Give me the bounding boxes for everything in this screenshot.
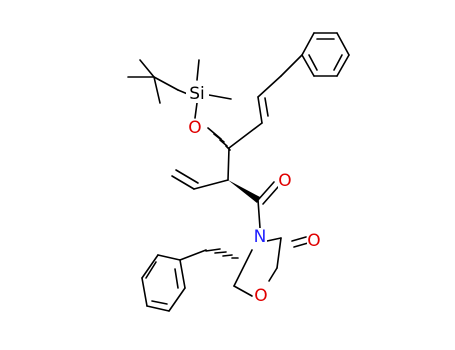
bond-inner: [333, 54, 343, 71]
bond: [141, 277, 148, 307]
ring-carbonyl-oxygen-atom: O: [307, 231, 320, 251]
bond: [276, 237, 282, 269]
bond: [257, 75, 282, 98]
bond: [257, 96, 263, 124]
silyl-oxygen-label: O: [188, 118, 202, 138]
wedge-bond: [228, 180, 260, 203]
bond: [153, 76, 161, 104]
bond-inner: [151, 300, 168, 305]
bond: [228, 122, 263, 149]
ring-carbonyl-oxygen-label: O: [307, 231, 321, 251]
nitrogen-atom: N: [254, 227, 267, 247]
bond: [257, 181, 275, 201]
hash: [222, 254, 233, 257]
hash: [219, 139, 228, 147]
hash: [205, 248, 221, 252]
bond: [301, 54, 315, 77]
bond: [233, 285, 253, 297]
bond: [257, 199, 261, 229]
bond-inner: [308, 54, 318, 71]
bond: [179, 259, 186, 289]
bond: [293, 242, 309, 248]
bond: [336, 54, 350, 77]
bond: [193, 179, 229, 190]
bond: [171, 175, 195, 190]
hash: [207, 127, 222, 140]
bond: [153, 76, 179, 91]
bond: [301, 32, 315, 56]
bond: [268, 267, 278, 282]
bond: [280, 54, 303, 77]
bond: [168, 287, 186, 312]
nitrogen-label: N: [253, 227, 267, 247]
silyl-oxygen-atom: O: [188, 118, 201, 138]
phenyl-ring-bottom: [141, 254, 186, 312]
si-atom: Si: [189, 84, 205, 104]
phenyl-ring-top: [301, 32, 350, 77]
bond: [233, 249, 253, 287]
bond: [179, 249, 207, 261]
bond: [196, 59, 200, 81]
bond: [336, 32, 350, 56]
bond: [227, 147, 230, 181]
bond-double: [264, 97, 269, 117]
bond: [208, 94, 232, 100]
bond: [141, 254, 159, 279]
silicon-label: Si: [186, 84, 209, 104]
bond-inner: [174, 268, 179, 289]
ring-oxygen-atom: O: [254, 286, 267, 306]
bond: [266, 237, 282, 242]
hash: [214, 251, 227, 254]
bond: [157, 254, 181, 261]
bond: [139, 59, 155, 78]
bond: [194, 102, 198, 119]
bond-double: [291, 236, 307, 242]
carbonyl-oxygen-atom: O: [278, 171, 291, 191]
bond-double: [175, 169, 199, 184]
bond-inner: [145, 261, 157, 279]
carbonyl-oxygen-label: O: [278, 171, 292, 191]
hashed-wedge-benzyl: [205, 248, 239, 259]
bond: [146, 305, 170, 312]
hashed-wedge-c-o: [207, 127, 231, 151]
ring-oxygen-label: O: [254, 286, 268, 306]
bond-double: [262, 186, 279, 205]
